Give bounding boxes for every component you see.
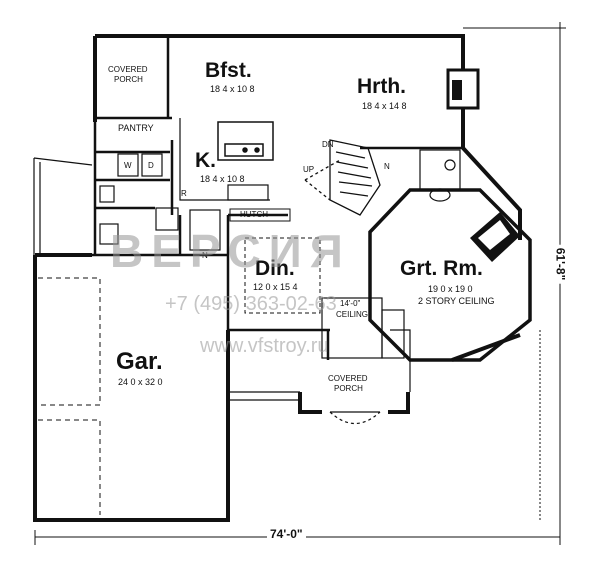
kitchen-island — [217, 121, 274, 161]
covered-porch-top-line1: COVERED — [108, 65, 148, 74]
hearth-room-name: Hrth. — [357, 75, 406, 98]
dining-ceiling-outline — [244, 237, 321, 314]
kitchen-counter — [179, 118, 270, 201]
breakfast-room-name: Bfst. — [205, 59, 252, 82]
great-room-name: Grt. Rm. — [400, 257, 483, 280]
hearth-room-size: 18 4 x 14 8 — [362, 101, 407, 111]
fireplace-great-room — [470, 212, 520, 262]
watermark-site: www.vfstroy.ru — [200, 335, 329, 357]
kitchen-room-size: 18 4 x 10 8 — [200, 174, 245, 184]
overall-depth-dimension: 61'-8" — [553, 244, 567, 284]
watermark-logo: ВЕРСИЯ — [110, 225, 351, 277]
hutch — [229, 208, 291, 222]
watermark-phone: +7 (495) 363-02-63 — [165, 293, 337, 315]
laundry — [99, 153, 163, 245]
niche-label-top: N — [384, 162, 390, 171]
garage-room-size: 24 0 x 32 0 — [118, 377, 163, 387]
rear-walk — [230, 329, 411, 401]
bath-fixtures — [419, 149, 461, 202]
covered-porch-top-line2: PORCH — [114, 75, 143, 84]
ceiling-note-line1: 14'-0" — [340, 299, 361, 308]
breakfast-room-size: 18 4 x 10 8 — [210, 84, 255, 94]
great-room-size: 19 0 x 19 0 — [428, 284, 473, 294]
dimension-lines — [34, 22, 566, 545]
kitchen-room-name: K. — [195, 149, 216, 172]
garage-door-lines — [38, 277, 101, 515]
pantry-label: PANTRY — [118, 123, 154, 133]
washer-label: W — [124, 161, 132, 170]
stair-down-label: DN — [322, 140, 334, 149]
staircase — [304, 139, 381, 216]
covered-porch-bottom-line2: PORCH — [334, 384, 363, 393]
ceiling-note-line2: CEILING — [336, 310, 369, 319]
dining-room-name: Din. — [255, 257, 295, 280]
great-room-ceiling-note: 2 STORY CEILING — [418, 296, 495, 306]
exterior-walls — [33, 34, 522, 522]
interior-walls — [92, 36, 463, 360]
overall-width-dimension: 74'-0" — [267, 528, 306, 540]
garage-room-name: Gar. — [116, 348, 163, 375]
dining-room-size: 12 0 x 15 4 — [253, 282, 298, 292]
covered-porch-bottom-line1: COVERED — [328, 374, 368, 383]
hutch-label: HUTCH — [240, 210, 268, 219]
dryer-label: D — [148, 161, 154, 170]
niche-label-entry: N — [202, 251, 208, 260]
stair-up-label: UP — [303, 165, 315, 174]
side-walk — [33, 157, 93, 255]
refrigerator-label: R — [181, 189, 187, 198]
fireplace-hearth — [446, 68, 480, 110]
foyer — [321, 297, 383, 425]
